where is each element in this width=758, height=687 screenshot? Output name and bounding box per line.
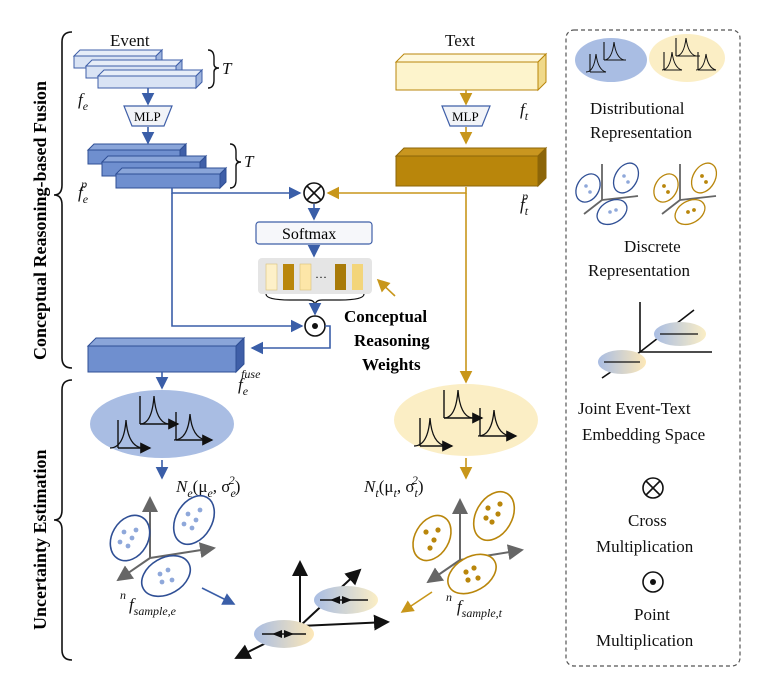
- softmax-label: Softmax: [282, 226, 336, 243]
- section-brace-uncertainty: [53, 379, 73, 661]
- f-t-label: ft: [520, 100, 529, 123]
- point-multiplication-node: [304, 315, 326, 337]
- mlp-event: [123, 105, 173, 127]
- f-e-p-label: fep: [78, 177, 89, 206]
- T-brace-top: [207, 49, 220, 89]
- legend-cross-line2: Multiplication: [596, 537, 694, 556]
- mlp-event-label: MLP: [134, 109, 161, 124]
- f-fuse-label: fefuse: [238, 367, 261, 398]
- weights-panel: ···: [258, 258, 372, 307]
- T-label-top: T: [222, 59, 233, 78]
- legend-point-icon: [642, 571, 664, 593]
- arrow-annotation-weights: [376, 278, 396, 297]
- text-discrete-samples: [412, 490, 524, 595]
- legend-point-line2: Multiplication: [596, 631, 694, 650]
- text-projected-block: [394, 146, 548, 188]
- event-label: Event: [110, 31, 150, 50]
- f-e-label: fe: [78, 90, 89, 113]
- event-distribution-cloud: [90, 390, 234, 458]
- legend-panel: [565, 29, 741, 667]
- text-input-block: [394, 52, 548, 92]
- f-t-p-label: ftp: [520, 189, 529, 218]
- arrow-fep-to-cross: [171, 186, 302, 200]
- f-sample-e-label: fsample,en: [120, 588, 177, 618]
- weights-caption-1: Conceptual: [344, 307, 427, 326]
- arrow-fep-to-point: [171, 193, 304, 333]
- legend-discrete-line1: Discrete: [624, 237, 681, 256]
- weights-caption-2: Reasoning: [354, 331, 430, 350]
- arrow-text-sample-to-joint: [400, 591, 433, 613]
- T-label-mid: T: [244, 152, 255, 171]
- f-sample-t-label: fsample,tn: [446, 590, 503, 620]
- softmax-box: [255, 221, 373, 245]
- legend-cross-icon: [642, 477, 664, 499]
- legend-cross-line1: Cross: [628, 511, 667, 530]
- legend-joint-line1: Joint Event-Text: [578, 399, 691, 418]
- legend-discrete-icon: [575, 162, 718, 226]
- event-input-blocks: [72, 48, 204, 90]
- section-label-uncertainty: Uncertainty Estimation: [30, 450, 50, 630]
- legend-distributional-icon: [575, 34, 725, 82]
- legend-distributional-line2: Representation: [590, 123, 692, 142]
- cross-multiplication-node: [303, 182, 325, 204]
- N-e-label: Ne(μe, σe2): [175, 473, 240, 500]
- mlp-text-label: MLP: [452, 109, 479, 124]
- mlp-text: [441, 105, 491, 127]
- legend-joint-line2: Embedding Space: [582, 425, 705, 444]
- legend-joint-icon: [598, 302, 712, 379]
- text-label: Text: [445, 31, 475, 50]
- arrow-ftp-to-cross: [326, 186, 467, 200]
- weights-ellipsis: ···: [315, 270, 327, 284]
- event-projected-blocks: [86, 142, 228, 190]
- T-brace-mid: [229, 143, 242, 189]
- joint-embedding-space: [234, 560, 390, 659]
- text-distribution-cloud: [394, 384, 538, 456]
- section-label-fusion: Conceptual Reasoning-based Fusion: [30, 81, 50, 360]
- legend-distributional-line1: Distributional: [590, 99, 685, 118]
- event-discrete-samples: [109, 494, 216, 598]
- section-brace-fusion: [53, 31, 73, 369]
- arrow-event-sample-to-joint: [201, 587, 236, 605]
- legend-discrete-line2: Representation: [588, 261, 690, 280]
- arrow-point-to-fuse: [250, 325, 331, 355]
- weights-caption-3: Weights: [362, 355, 421, 374]
- fuse-block: [86, 336, 246, 374]
- legend-point-line1: Point: [634, 605, 670, 624]
- N-t-label: Nt(μt, σt2): [363, 473, 424, 500]
